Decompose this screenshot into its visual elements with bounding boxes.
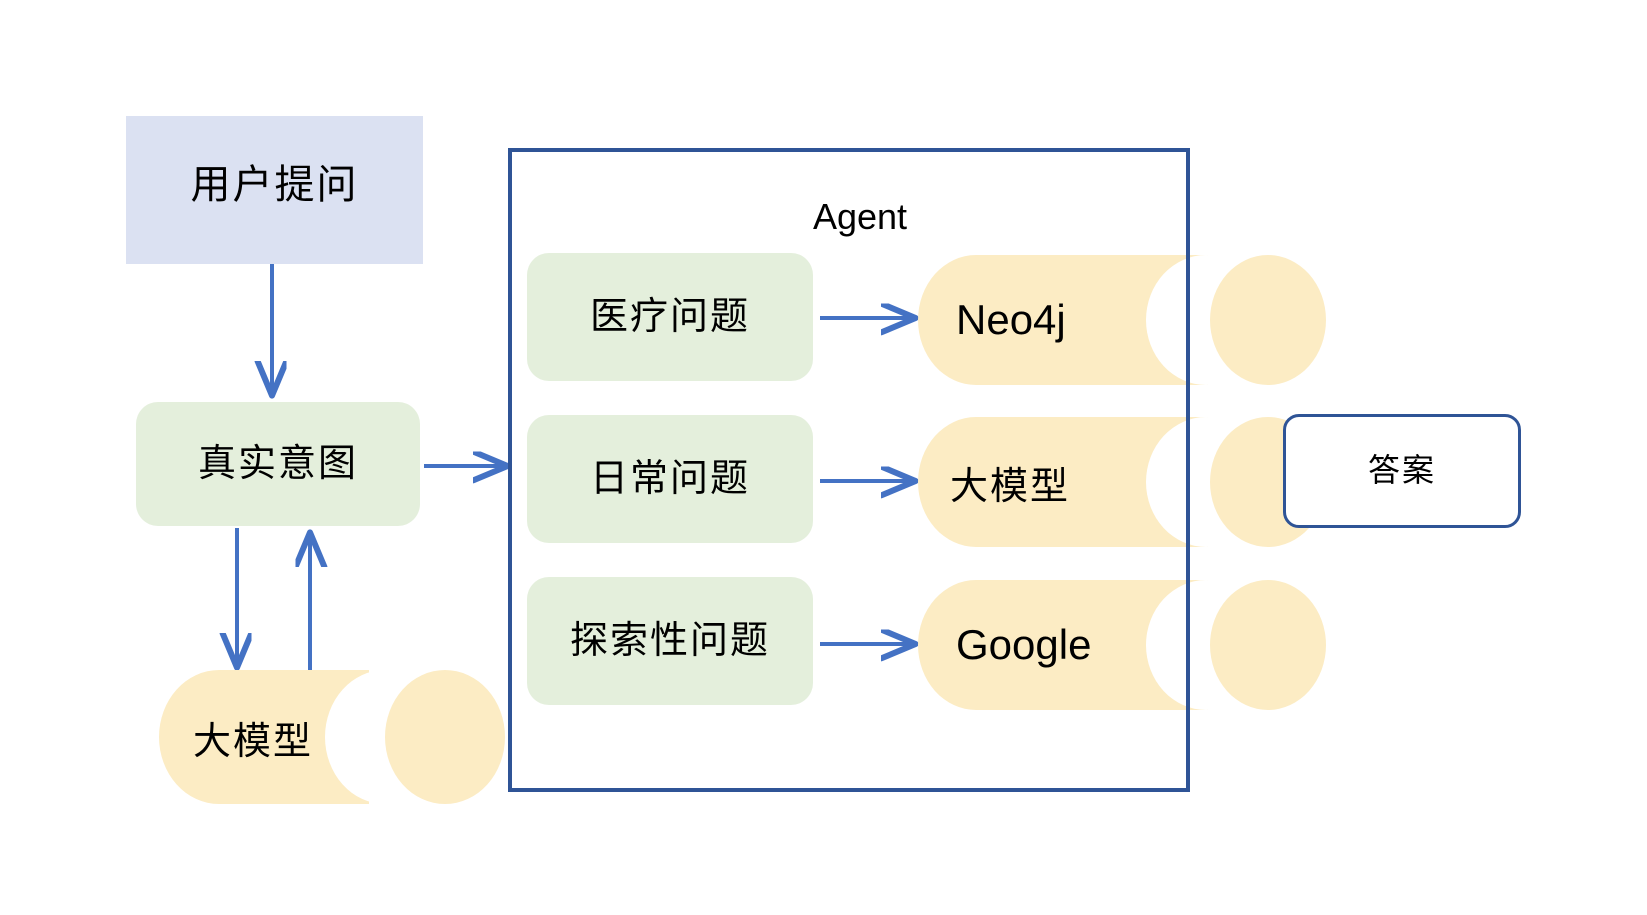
node-tool-neo4j-label: Neo4j: [956, 296, 1066, 343]
cylinder-right-cap: [1210, 580, 1326, 710]
node-answer[interactable]: 答案: [1283, 414, 1521, 528]
cylinder-right-cap: [385, 670, 505, 804]
node-question-medical[interactable]: 医疗问题: [527, 253, 813, 381]
node-tool-google[interactable]: Google: [918, 580, 1326, 710]
node-question-daily[interactable]: 日常问题: [527, 415, 813, 543]
agent-title: Agent: [812, 196, 908, 237]
node-large-model-left-label: 大模型: [193, 718, 314, 763]
node-tool-large-model[interactable]: 大模型: [918, 417, 1326, 547]
node-real-intent[interactable]: 真实意图: [136, 402, 420, 526]
node-question-exploratory[interactable]: 探索性问题: [527, 577, 813, 705]
node-large-model-left[interactable]: 大模型: [159, 670, 505, 804]
node-tool-neo4j[interactable]: Neo4j: [918, 255, 1326, 385]
node-tool-large-model-label: 大模型: [950, 463, 1071, 508]
node-user-question[interactable]: 用户提问: [126, 116, 423, 264]
node-tool-google-label: Google: [956, 621, 1092, 668]
cylinder-right-cap: [1210, 255, 1326, 385]
